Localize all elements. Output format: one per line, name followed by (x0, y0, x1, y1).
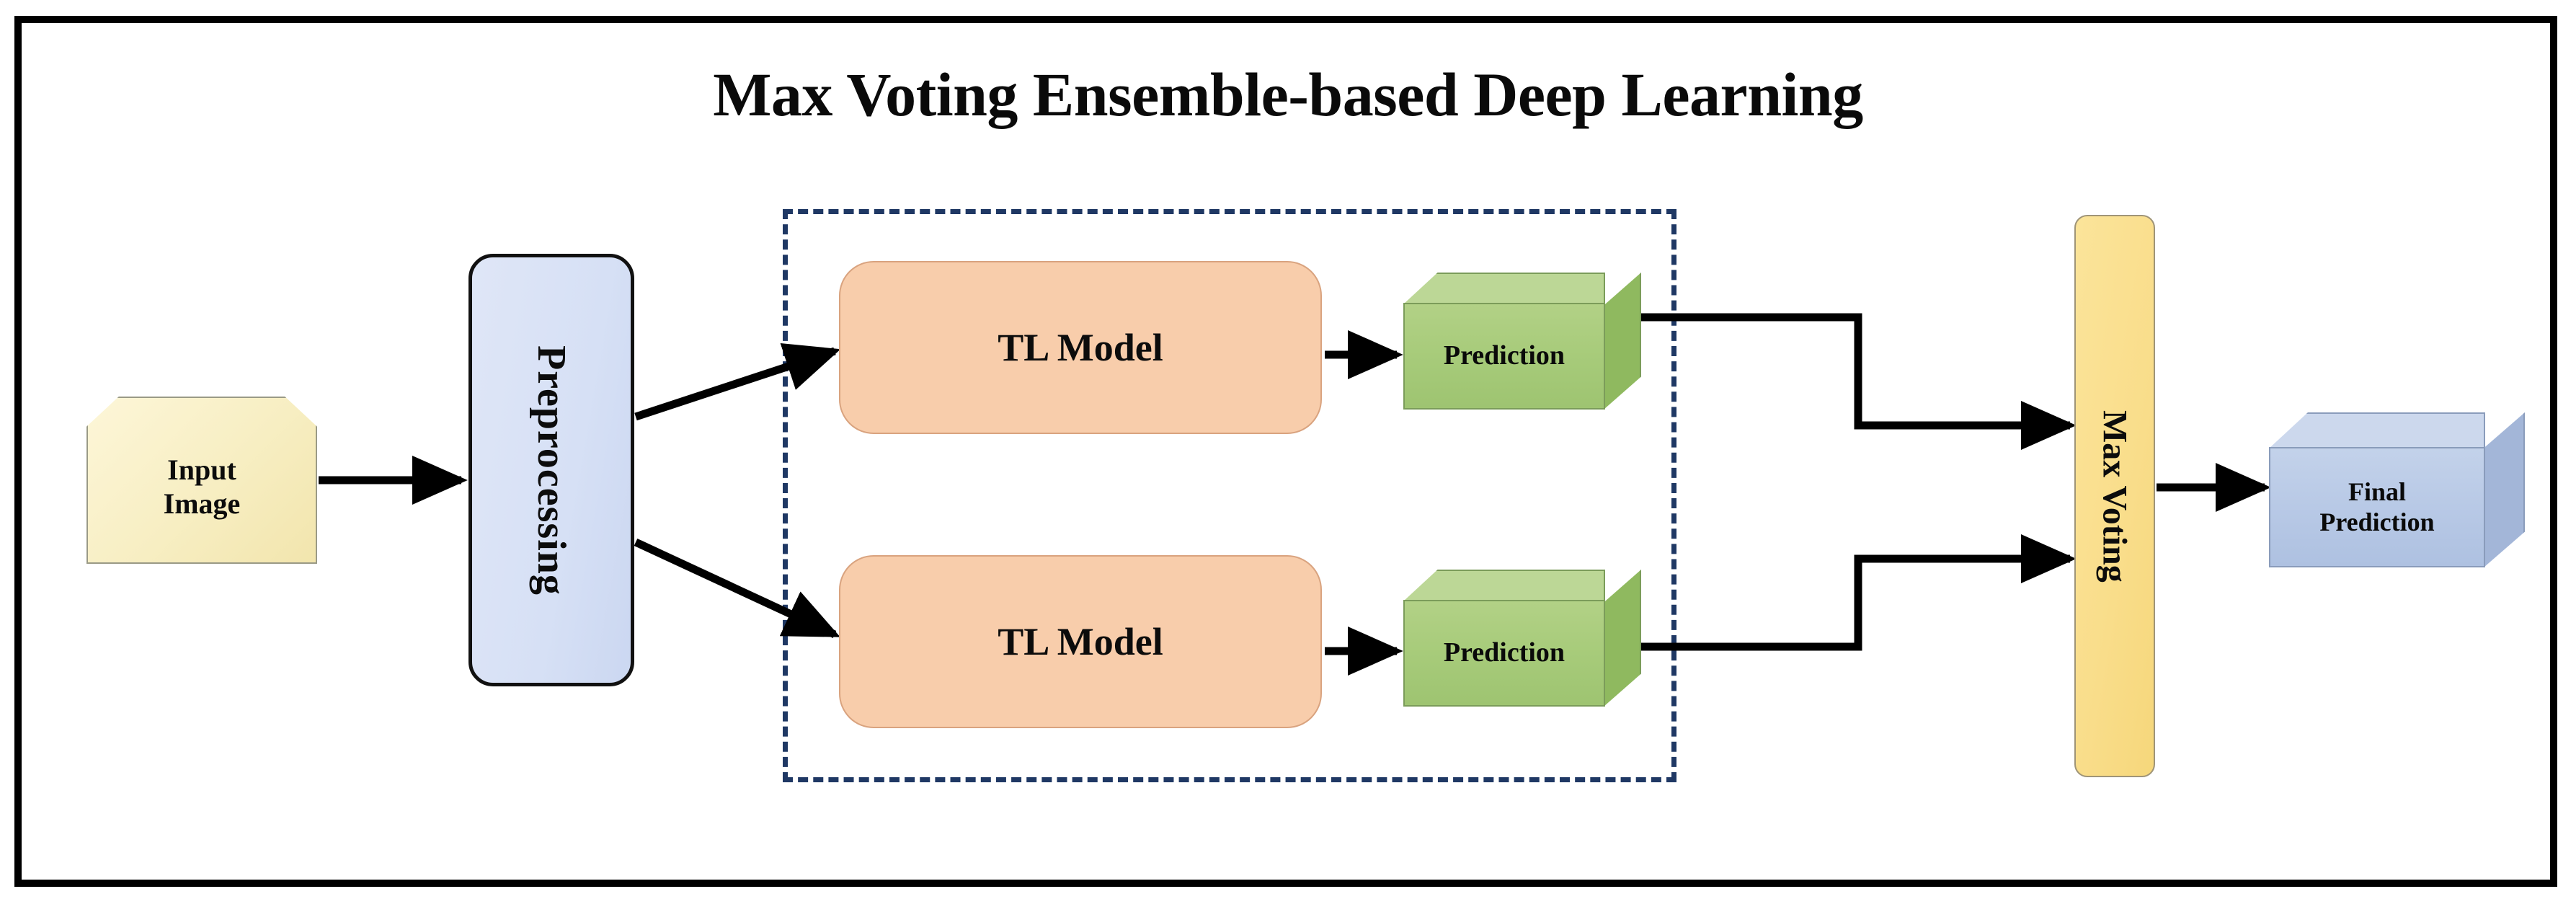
node-input-image-label: Input Image (163, 453, 241, 520)
cube-side-face (1604, 273, 1641, 410)
node-prediction-bottom[interactable]: Prediction (1403, 570, 1641, 707)
cube-front-face: Prediction (1403, 303, 1605, 410)
ensemble-dashed-group (783, 209, 1676, 782)
node-preprocessing[interactable]: Preprocessing (468, 254, 634, 686)
node-max-voting[interactable]: Max Voting (2074, 215, 2155, 777)
cube-top-face (2269, 412, 2485, 448)
cube-side-face (1604, 570, 1641, 707)
node-final-prediction-label: Final Prediction (2319, 477, 2435, 536)
page-title: Max Voting Ensemble-based Deep Learning (713, 60, 1863, 129)
node-preprocessing-label: Preprocessing (529, 345, 574, 596)
cube-side-face (2484, 412, 2525, 567)
node-input-image[interactable]: Input Image (86, 397, 317, 564)
cube-front-face: Final Prediction (2269, 447, 2485, 567)
node-max-voting-label: Max Voting (2095, 410, 2134, 583)
node-final-prediction[interactable]: Final Prediction (2269, 412, 2525, 567)
node-prediction-top-label: Prediction (1443, 340, 1565, 371)
node-tl-model-bottom[interactable]: TL Model (839, 555, 1322, 728)
node-prediction-bottom-label: Prediction (1443, 637, 1565, 668)
cube-front-face: Prediction (1403, 600, 1605, 707)
node-prediction-top[interactable]: Prediction (1403, 273, 1641, 410)
node-tl-model-top-label: TL Model (998, 326, 1163, 369)
cube-top-face (1403, 273, 1605, 304)
cube-top-face (1403, 570, 1605, 601)
node-tl-model-top[interactable]: TL Model (839, 261, 1322, 434)
node-tl-model-bottom-label: TL Model (998, 620, 1163, 663)
